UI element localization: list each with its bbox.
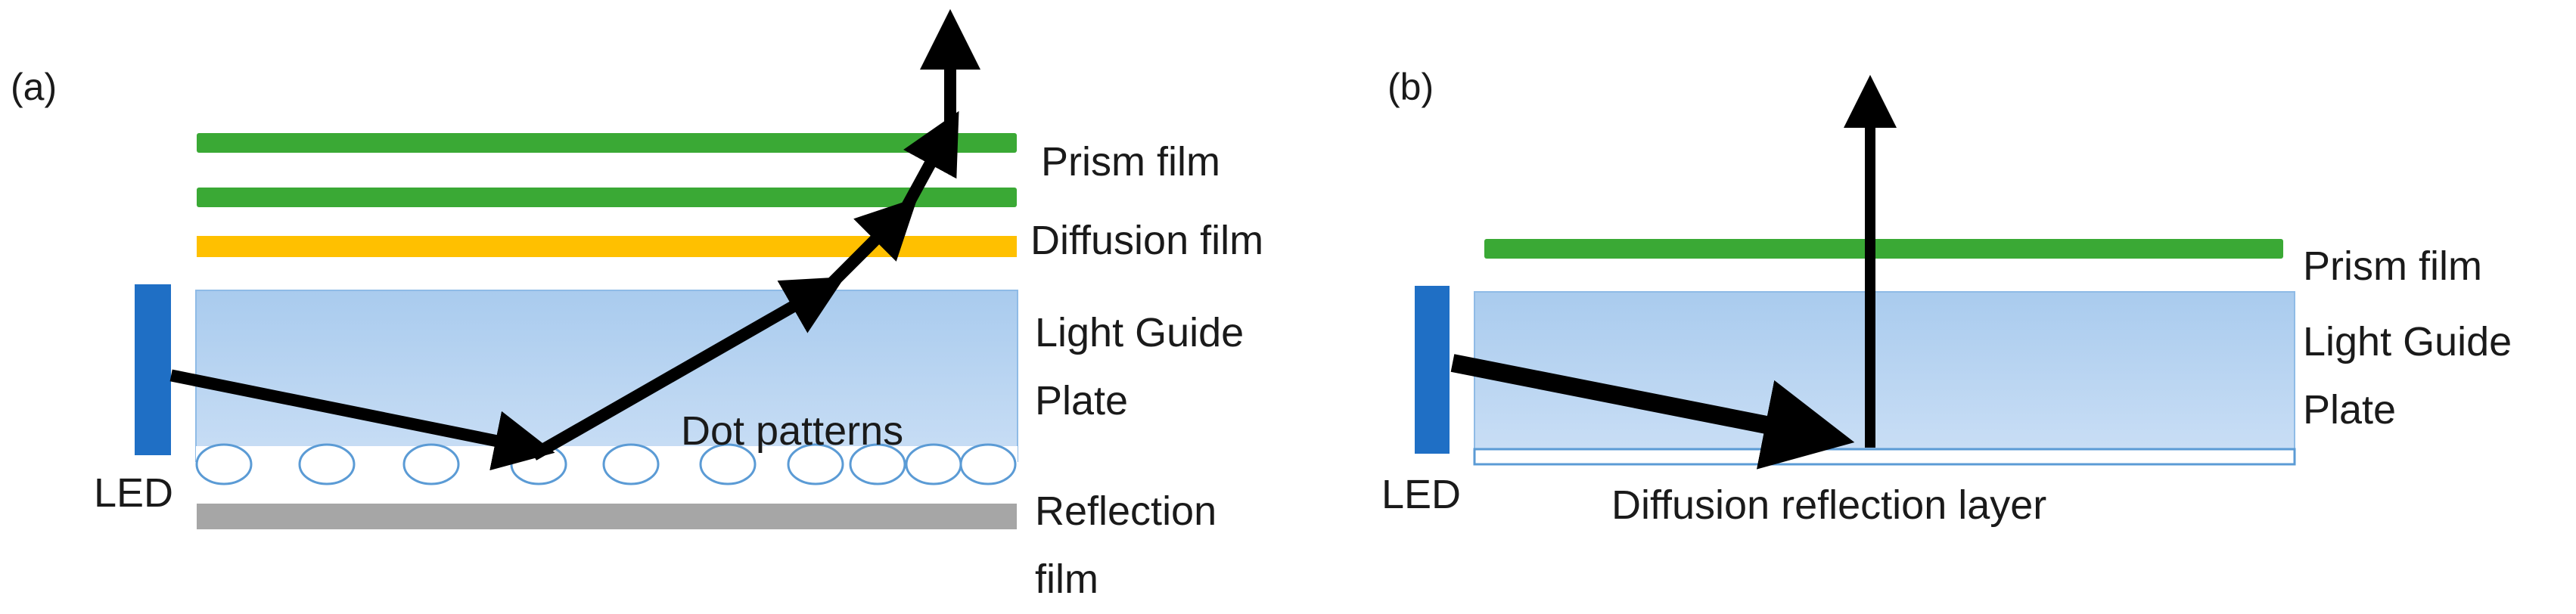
panel-a-tag: (a) [11, 66, 57, 108]
prism-film-layer-bottom [197, 188, 1017, 207]
diffusion-film-layer [197, 236, 1017, 257]
panel-a: (a) [11, 9, 1263, 602]
light-guide-plate [1474, 291, 2295, 453]
light-guide-plate [195, 290, 1018, 462]
dot [402, 443, 460, 485]
prism-film-layer [1484, 239, 2283, 259]
prism-film-label: Prism film [1041, 139, 1220, 185]
dot [787, 443, 844, 485]
dot [959, 443, 1017, 485]
dot [699, 443, 757, 485]
ray-segment-incident [1450, 354, 1855, 470]
ray-segment-incident [169, 369, 555, 471]
light-ray-a [169, 9, 980, 471]
dot [602, 443, 660, 485]
light-guide-label-line2: Plate [2303, 387, 2396, 433]
light-guide-label-line2: Plate [1035, 378, 1128, 423]
dot-patterns-label: Dot patterns [681, 408, 903, 454]
prism-film-layer-top [197, 133, 1017, 153]
light-guide-label-line1: Light Guide [1035, 310, 1244, 355]
panel-b: (b) Prism film Light Guide Plate LED Dif… [1381, 66, 2512, 528]
reflection-film-label-line1: Reflection [1035, 488, 1217, 534]
ray-segment-prism [896, 110, 959, 219]
diffusion-film-label: Diffusion film [1030, 218, 1263, 263]
diffusion-reflection-layer [1473, 448, 2296, 466]
dot [849, 443, 906, 485]
prism-film-label: Prism film [2303, 243, 2482, 289]
ray-segment-reflected [530, 277, 845, 460]
led-label: LED [1381, 472, 1461, 517]
ray-segment-diffused [820, 197, 918, 295]
light-ray-b [1450, 75, 1897, 470]
diffusion-reflection-layer-label: Diffusion reflection layer [1611, 482, 2046, 528]
dot [195, 443, 253, 485]
led-label: LED [94, 470, 173, 516]
reflection-film-label-line2: film [1035, 557, 1098, 602]
dot [905, 443, 962, 485]
dot-patterns [195, 443, 1018, 485]
led-bar [1415, 286, 1450, 454]
dot [298, 443, 356, 485]
reflection-film-layer [197, 504, 1017, 529]
light-guide-label-line1: Light Guide [2303, 319, 2512, 364]
panel-b-tag: (b) [1387, 66, 1434, 108]
led-bar [135, 284, 171, 455]
